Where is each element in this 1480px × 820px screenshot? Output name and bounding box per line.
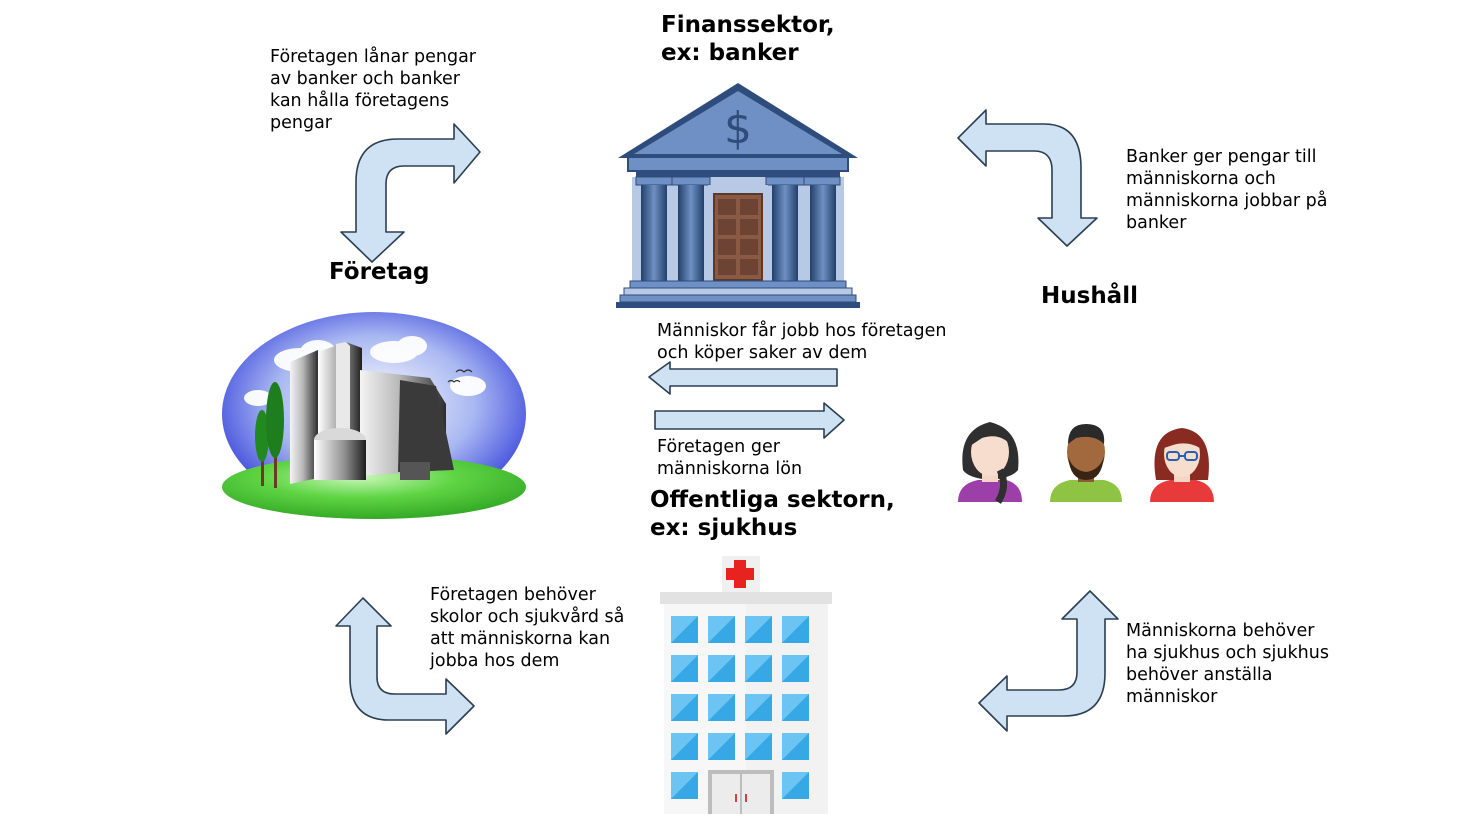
factory-icon [222,312,526,519]
text-households-public: Människorna behöver ha sjukhus och sjukh… [1126,621,1329,707]
arrow-companies-finance [340,123,481,263]
person-man-icon [1050,424,1122,502]
svg-text:$: $ [724,103,752,154]
hospital-window-highlight [708,655,735,682]
hospital-window-highlight [745,694,772,721]
text-companies-public: Företagen behöver skolor och sjukvård så… [430,585,625,671]
arrow-finance-households [957,109,1098,247]
text-companies-finance: Företagen lånar pengar av banker och ban… [270,47,476,133]
hospital-window-highlight [671,772,698,799]
title-public-sector: Offentliga sektorn, ex: sjukhus [650,487,895,541]
people-icon [958,422,1214,504]
arrow-households-public [978,590,1119,732]
hospital-window-highlight [671,694,698,721]
arrow-companies-to-households [654,402,845,439]
arrow-companies-public [335,597,475,735]
hospital-window-highlight [671,616,698,643]
hospital-window-highlight [745,733,772,760]
hospital-windows [671,616,809,799]
hospital-window-highlight [708,616,735,643]
text-finance-households: Banker ger pengar till människorna och m… [1126,147,1328,233]
bank-icon: $ [616,83,860,308]
hospital-window-highlight [782,655,809,682]
text-households-to-companies: Människor får jobb hos företagen och köp… [657,321,947,363]
hospital-window-highlight [671,655,698,682]
hospital-window-highlight [708,694,735,721]
hospital-window-highlight [708,733,735,760]
hospital-window-highlight [671,733,698,760]
arrow-households-to-companies [648,361,838,395]
hospital-window-highlight [782,694,809,721]
hospital-window-highlight [782,733,809,760]
title-households: Hushåll [1041,283,1138,309]
hospital-window-highlight [782,616,809,643]
person-woman-icon [958,422,1022,504]
text-companies-to-households: Företagen ger människorna lön [657,437,803,479]
hospital-window-highlight [745,655,772,682]
title-companies: Företag [329,259,430,285]
title-finance-sector: Finanssektor, ex: banker [661,12,835,66]
hospital-entrance [708,770,774,814]
hospital-window-highlight [745,616,772,643]
person-woman-glasses-icon [1150,428,1214,502]
hospital-window-highlight [782,772,809,799]
